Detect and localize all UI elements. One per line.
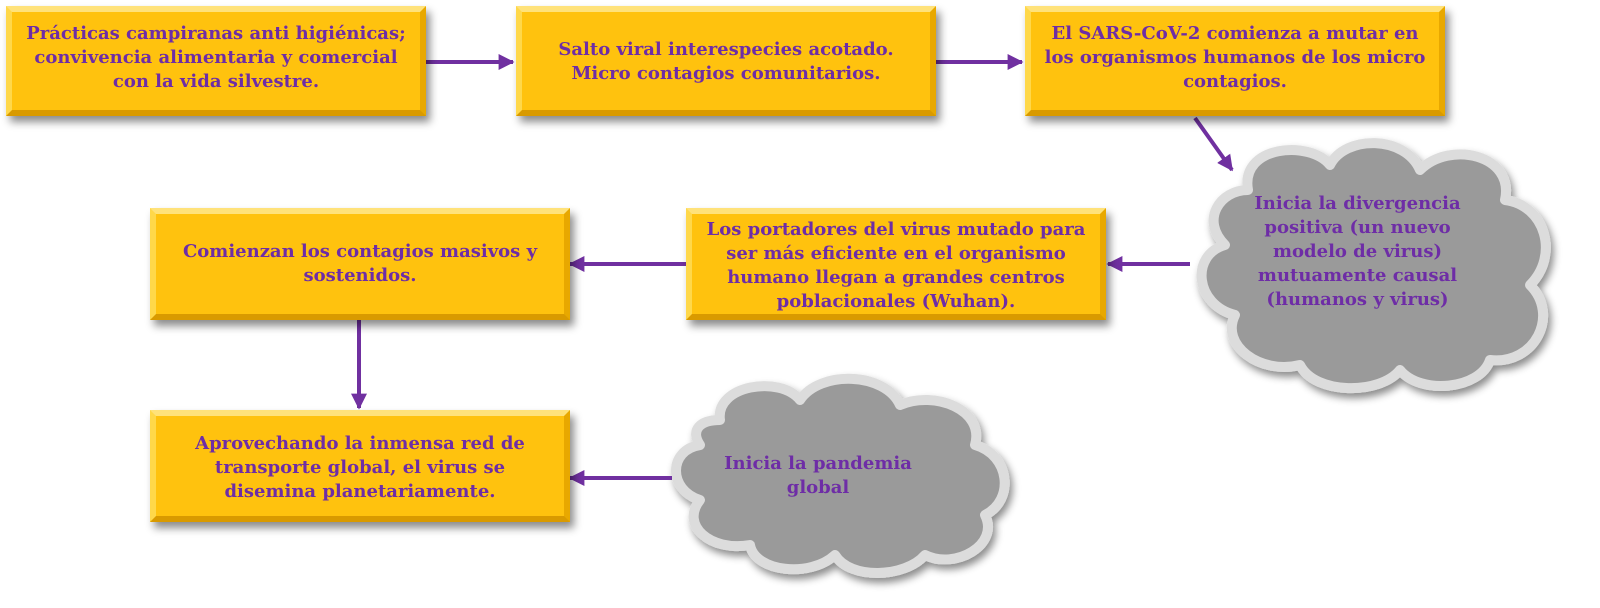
node-portadores: Los portadores del virus mutado para ser… [686, 208, 1106, 320]
node-contagios: Comienzan los contagios masivos y sosten… [150, 208, 570, 320]
node-aprovechando-text: Aprovechando la inmensa red de transport… [195, 433, 525, 502]
node-pandemia-text: Inicia la pandemia global [724, 453, 912, 498]
node-sars-text: El SARS-CoV-2 comienza a mutar en los or… [1044, 23, 1426, 92]
cloud-shape-divergencia [1196, 138, 1551, 394]
node-portadores-text: Los portadores del virus mutado para ser… [706, 219, 1086, 312]
node-practicas-text: Prácticas campiranas anti higiénicas; co… [26, 23, 406, 92]
node-practicas: Prácticas campiranas anti higiénicas; co… [6, 6, 426, 116]
node-divergencia-text: Inicia la divergencia positiva (un nuevo… [1254, 193, 1461, 310]
node-salto: Salto viral interespecies acotado. Micro… [516, 6, 936, 116]
node-salto-text: Salto viral interespecies acotado. Micro… [558, 39, 894, 84]
node-sars: El SARS-CoV-2 comienza a mutar en los or… [1025, 6, 1445, 116]
arrow-sars-to-divergencia [1193, 116, 1234, 172]
cloud-shape-pandemia [671, 373, 1010, 578]
node-contagios-text: Comienzan los contagios masivos y sosten… [182, 241, 538, 286]
node-pandemia: Inicia la pandemia global [718, 452, 918, 500]
node-aprovechando: Aprovechando la inmensa red de transport… [150, 410, 570, 522]
node-divergencia: Inicia la divergencia positiva (un nuevo… [1250, 192, 1465, 312]
